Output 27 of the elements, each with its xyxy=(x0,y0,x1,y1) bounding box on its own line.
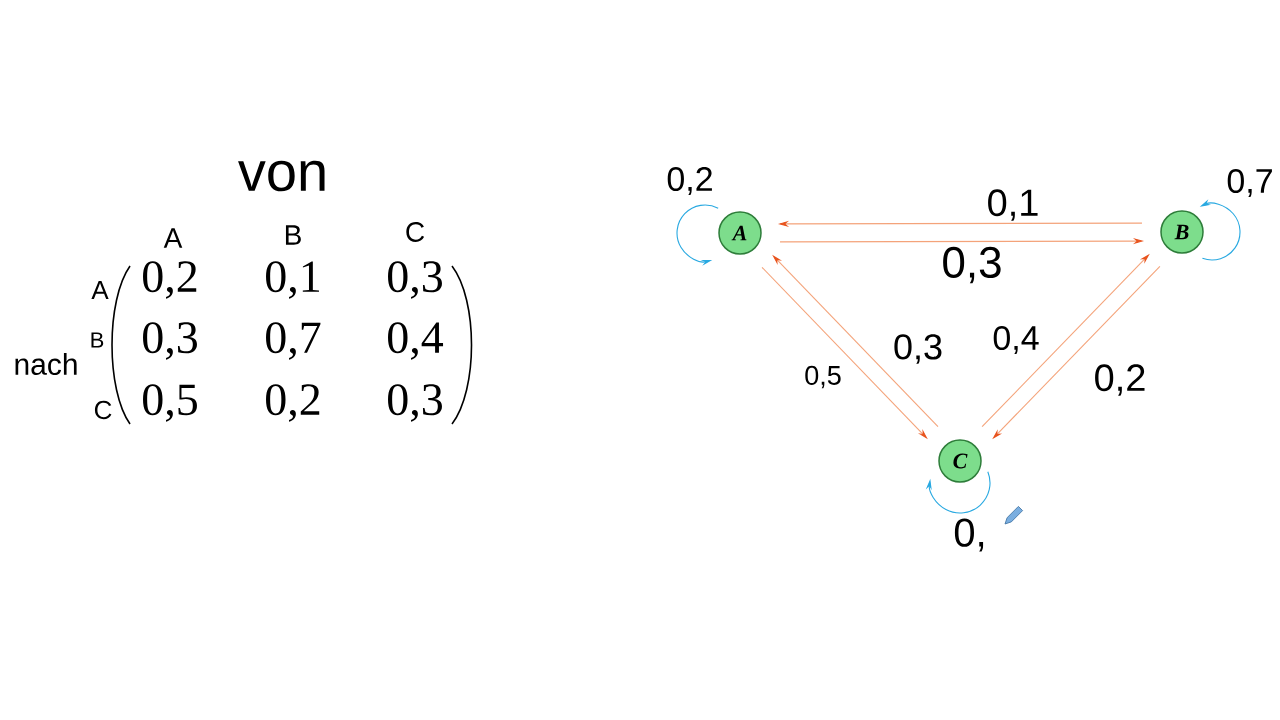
matrix-entry: 0,5 xyxy=(143,384,197,422)
matrix-entry: 0,7 xyxy=(266,322,321,360)
edge-label: 0,5 xyxy=(803,364,843,390)
matrix-entry: 0,3 xyxy=(143,322,197,360)
matrix-entry: 0,2 xyxy=(266,384,320,422)
matrix-entry: 0,1 xyxy=(266,261,319,299)
column-label: B xyxy=(285,225,301,245)
row-label: B xyxy=(91,332,104,348)
edge-label: 0,4 xyxy=(991,324,1041,356)
edge-label: 0,2 xyxy=(1092,363,1148,397)
row-label: C xyxy=(94,400,112,420)
edge-label: 0,1 xyxy=(985,188,1041,222)
column-label: A xyxy=(163,228,183,248)
edge-label: 0,7 xyxy=(1225,167,1275,199)
column-heading: von xyxy=(238,160,325,192)
column-label: C xyxy=(406,222,425,242)
matrix-entry: 0,3 xyxy=(388,261,442,299)
self-loop-arrow xyxy=(925,471,991,514)
matrix-entry: 0,4 xyxy=(388,322,444,360)
matrix-entry: 0,3 xyxy=(388,384,442,422)
row-heading: nach xyxy=(15,353,77,375)
row-label: A xyxy=(91,281,109,299)
edge-label: 0,2 xyxy=(665,165,715,197)
matrix-entry: 0,2 xyxy=(143,261,197,299)
edge-label: 0, xyxy=(952,517,988,553)
edge-label: 0,3 xyxy=(940,245,1004,285)
edge-label: 0,3 xyxy=(892,333,945,365)
